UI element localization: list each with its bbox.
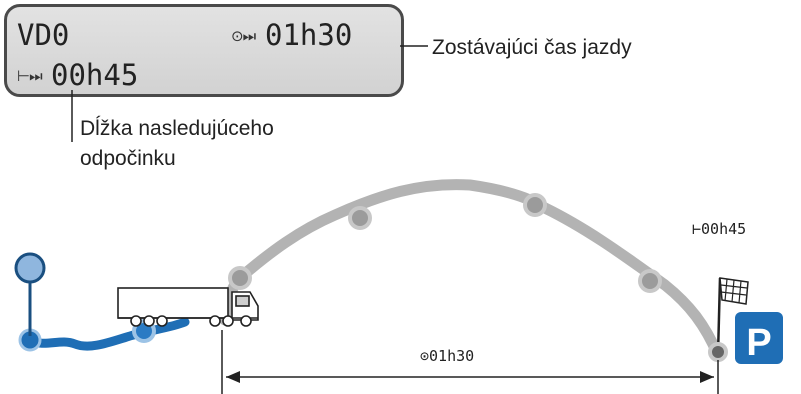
rest-icon: ⊢⏭ [17,67,43,85]
remaining-drive-time: 01h30 [265,18,353,52]
next-rest-duration: 00h45 [51,58,139,92]
waypoint [638,269,662,293]
tachograph-display: VD0 ⊙⏭ 01h30 ⊢⏭ 00h45 [4,4,404,97]
next-rest-label-line2: odpočinku [80,147,176,170]
waypoint [348,206,372,230]
mode-label: VD0 [17,18,70,52]
waypoint [523,193,547,217]
parking-sign [735,312,783,364]
drive-span-label: ⊙01h30 [420,349,474,364]
route-end-point [708,342,728,362]
parking-sign-letter: P [746,322,771,364]
drive-span-value: 01h30 [429,347,475,365]
arrow-head-left [226,371,240,383]
start-pin-icon [14,252,46,336]
next-rest-label-line1: Dĺžka nasledujúceho [80,117,274,140]
destination-rest-label: ⊢00h45 [692,222,746,237]
remaining-route [219,179,724,361]
remaining-drive-label: Zostávajúci čas jazdy [432,36,632,59]
waypoint [228,266,252,290]
rest-icon: ⊢ [692,220,702,238]
arrow-head-right [700,371,714,383]
driving-time-icon: ⊙ [420,347,430,365]
destination-rest-value: 00h45 [701,220,747,238]
truck-icon [117,287,259,327]
driving-time-icon: ⊙⏭ [231,27,256,45]
completed-route [25,317,190,351]
